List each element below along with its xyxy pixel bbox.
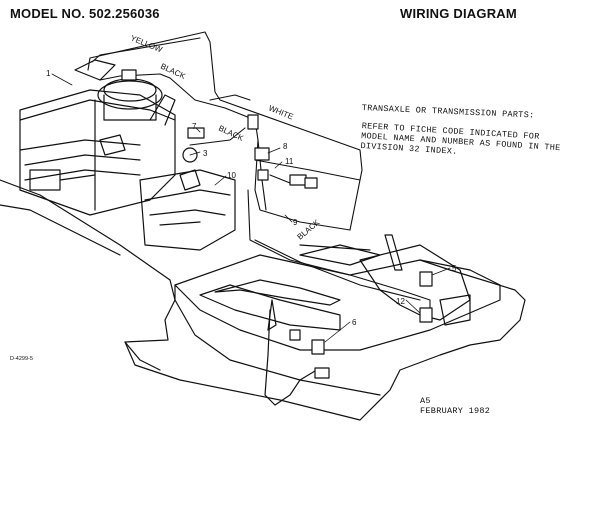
callout-8: 8 — [283, 142, 288, 151]
engine — [19, 59, 176, 216]
callout-numbers: 1 3 5 6 7 8 9 10 11 12 — [46, 69, 457, 327]
callout-11: 11 — [285, 157, 294, 166]
callout-5: 5 — [452, 264, 457, 273]
callout-1: 1 — [46, 69, 51, 78]
connectors — [121, 69, 433, 379]
mower-deck — [0, 179, 526, 421]
callout-10: 10 — [227, 171, 236, 180]
date-label: FEBRUARY 1982 — [420, 406, 491, 416]
shift-lever — [264, 234, 403, 406]
callout-7: 7 — [192, 122, 197, 131]
wire-label-black-low: BLACK — [296, 217, 322, 241]
model-number-label: MODEL NO. 502.256036 — [10, 6, 160, 21]
ignition-module — [139, 147, 236, 251]
wire-label-black-top: BLACK — [159, 62, 187, 82]
callout-leaders — [51, 73, 451, 343]
wire-label-black-mid: BLACK — [217, 124, 245, 144]
callout-12: 12 — [396, 297, 405, 306]
callout-9: 9 — [293, 218, 298, 227]
drawing-code: D-4299-5 — [10, 356, 33, 362]
revision-label: A5 — [420, 396, 431, 406]
footboard — [174, 244, 501, 351]
callout-6: 6 — [352, 318, 357, 327]
wire-label-yellow: YELLOW — [129, 34, 164, 55]
diagram-title: WIRING DIAGRAM — [400, 6, 517, 21]
callout-3: 3 — [203, 149, 208, 158]
